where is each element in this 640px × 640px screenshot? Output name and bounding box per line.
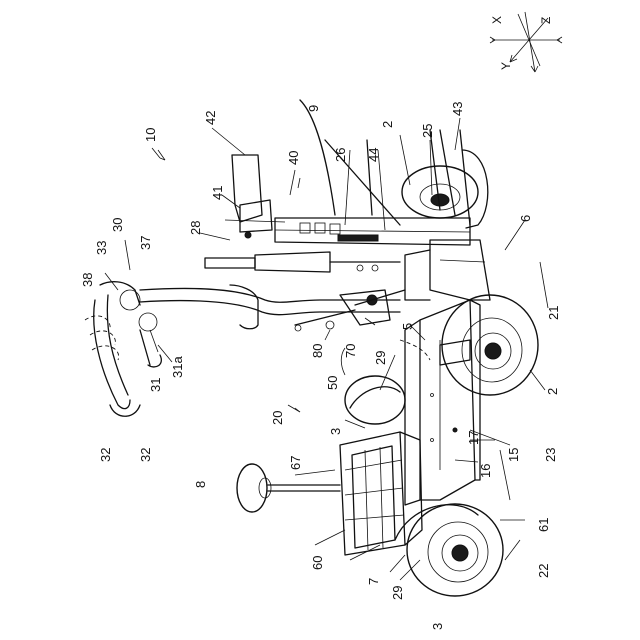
foot-rest xyxy=(225,155,285,238)
label-26: 26 xyxy=(333,148,348,162)
label-16: 16 xyxy=(478,464,493,478)
label-7: 7 xyxy=(366,578,381,585)
label-44: 44 xyxy=(366,148,381,162)
label-31a: 31a xyxy=(170,356,185,378)
label-2a: 2 xyxy=(380,121,395,128)
axis-indicator: X Z Y xyxy=(490,12,562,72)
label-42: 42 xyxy=(203,111,218,125)
label-61: 61 xyxy=(536,518,551,532)
label-38: 38 xyxy=(80,273,95,287)
label-28: 28 xyxy=(188,221,203,235)
label-22: 22 xyxy=(536,564,551,578)
label-37: 37 xyxy=(138,236,153,250)
label-33: 33 xyxy=(94,241,109,255)
label-9: 9 xyxy=(306,105,321,112)
label-5: 5 xyxy=(400,323,415,330)
label-31: 31 xyxy=(148,378,163,392)
label-40: 40 xyxy=(286,151,301,165)
label-50: 50 xyxy=(325,376,340,390)
label-32b: 32 xyxy=(138,448,153,462)
label-6: 6 xyxy=(518,215,533,222)
label-3b: 3 xyxy=(430,623,445,630)
label-21: 21 xyxy=(546,306,561,320)
label-41: 41 xyxy=(210,186,225,200)
front-wheel-lower xyxy=(395,504,503,596)
label-70: 70 xyxy=(343,344,358,358)
axis-x-label: X xyxy=(490,16,504,24)
label-80: 80 xyxy=(310,344,325,358)
rear-wheel-lower xyxy=(442,295,538,395)
axis-z-label: Z xyxy=(539,17,553,24)
label-8: 8 xyxy=(193,481,208,488)
label-32a: 32 xyxy=(98,448,113,462)
label-15: 15 xyxy=(506,448,521,462)
label-23: 23 xyxy=(543,448,558,462)
label-25: 25 xyxy=(420,124,435,138)
label-10: 10 xyxy=(143,128,158,142)
cylinder xyxy=(205,252,400,272)
label-30: 30 xyxy=(110,218,125,232)
label-60: 60 xyxy=(310,556,325,570)
axis-y-label: Y xyxy=(499,62,513,70)
front-wheel-upper xyxy=(345,376,405,424)
label-17: 17 xyxy=(466,431,481,445)
label-3a: 3 xyxy=(328,428,343,435)
label-43: 43 xyxy=(450,102,465,116)
label-29a: 29 xyxy=(373,351,388,365)
label-67: 67 xyxy=(288,456,303,470)
label-20: 20 xyxy=(270,411,285,425)
rear-wheel-upper xyxy=(402,150,488,228)
label-29b: 29 xyxy=(390,586,405,600)
label-2b: 2 xyxy=(545,388,560,395)
